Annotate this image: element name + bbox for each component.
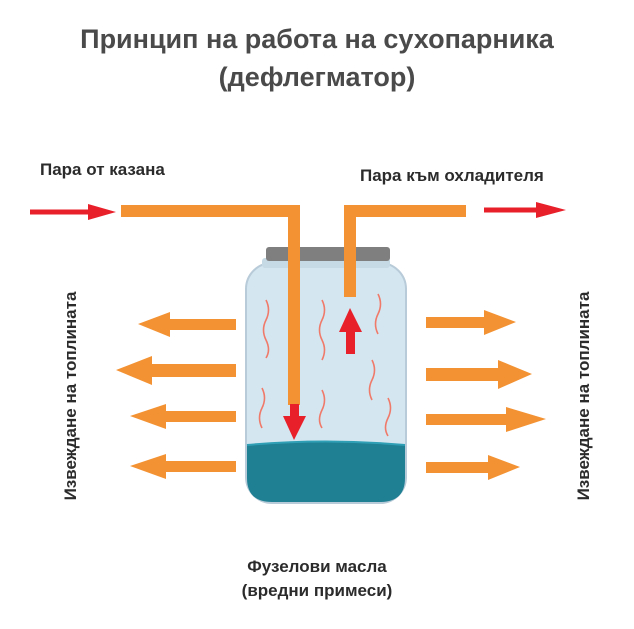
up-arrow-icon	[339, 308, 362, 354]
page-title-line1: Принцип на работа на сухопарника	[80, 24, 554, 54]
jar-lid	[266, 247, 390, 261]
down-arrow-icon	[283, 404, 306, 440]
right-arrow-icon	[426, 455, 520, 480]
liquid-fill	[247, 441, 405, 502]
right-arrow-icon	[426, 407, 546, 432]
right-arrow-icon	[426, 360, 532, 389]
inlet-arrow-icon	[30, 204, 116, 220]
heat-right-label: Извеждане на топлината	[574, 291, 593, 501]
jar	[245, 247, 407, 504]
right-heat-arrows	[426, 310, 546, 480]
left-arrow-icon	[116, 356, 236, 385]
caption-line2: (вредни примеси)	[241, 581, 393, 600]
left-arrow-icon	[138, 312, 236, 337]
page-title-line2: (дефлегматор)	[218, 62, 416, 92]
inlet-label: Пара от казана	[40, 160, 165, 179]
left-arrow-icon	[130, 404, 236, 429]
caption-line1: Фузелови масла	[247, 557, 387, 576]
outlet-arrow-icon	[484, 202, 566, 218]
vapor-lines	[258, 293, 392, 437]
left-arrow-icon	[130, 454, 236, 479]
heat-left-label: Извеждане на топлината	[61, 291, 80, 501]
pipes	[121, 205, 466, 405]
right-arrow-icon	[426, 310, 516, 335]
left-heat-arrows	[116, 312, 236, 479]
outlet-label: Пара към охладителя	[360, 166, 544, 185]
